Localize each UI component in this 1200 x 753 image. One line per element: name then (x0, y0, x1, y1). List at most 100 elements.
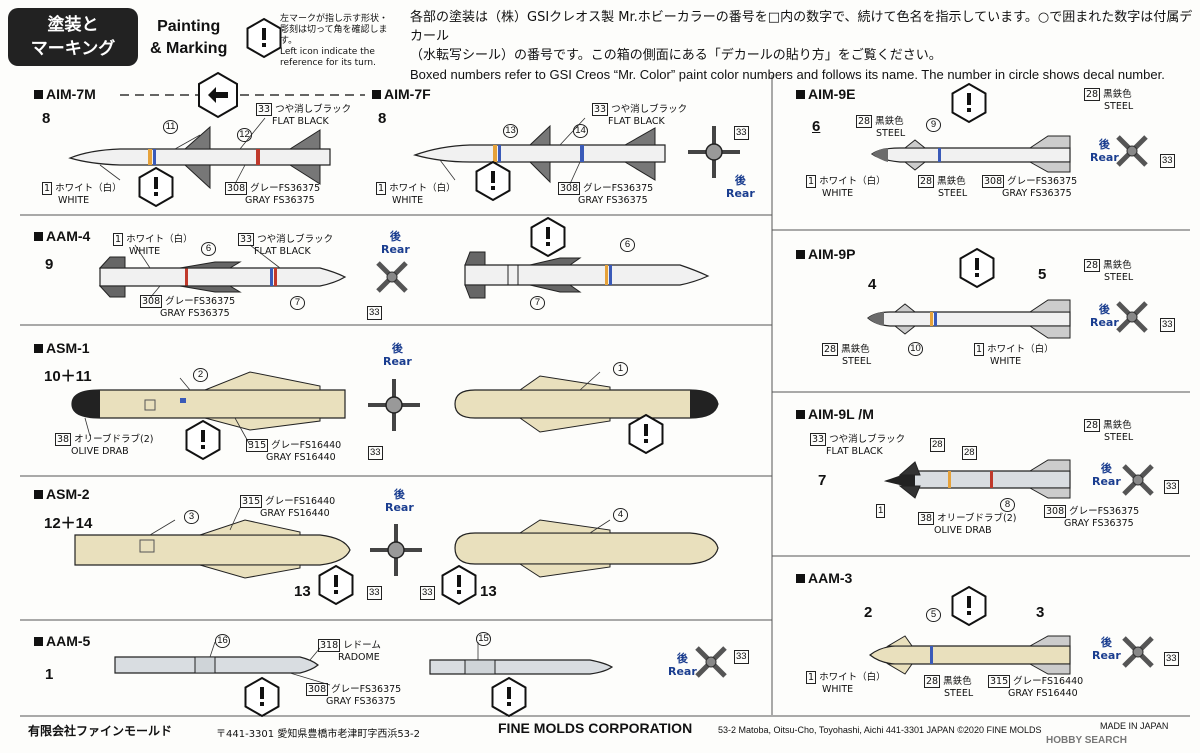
aim7m-part-number: 8 (42, 110, 51, 127)
asm1-warning-hex-icon (185, 420, 221, 460)
aim7f-missile (413, 124, 666, 184)
aam3-warning-hex-icon (951, 586, 987, 626)
aim7f-decal-14: 14 (573, 124, 588, 138)
asm1-rear-paint-33: 33 (368, 446, 383, 460)
swap-arrow-icon (198, 71, 238, 119)
aim9p-decal-10: 10 (908, 342, 923, 356)
aim9l-rear-paint-33: 33 (1164, 480, 1179, 494)
aim7f-rear-view (686, 124, 742, 180)
aim9l-olive-label: 38 オリーブドラブ(2)OLIVE DRAB (918, 512, 1017, 536)
aam5-decal-15: 15 (476, 632, 491, 646)
aim9p-missile (867, 299, 1071, 339)
company-address-en: 53-2 Matoba, Oitsu-Cho, Toyohashi, Aichi… (718, 725, 1042, 735)
aam3-rear-paint-33: 33 (1164, 652, 1179, 666)
asm2-missile-top (454, 519, 719, 578)
asm2-rear-paint-33: 33 (420, 586, 435, 600)
company-address-jp: 〒441-3301 愛知県豊橋市老津町字西浜53-2 (216, 729, 421, 740)
aam3-title: AAM-3 (796, 570, 852, 586)
painting-marking-title: Painting & Marking (150, 18, 228, 57)
aim9l-white-1: 1 (876, 504, 886, 518)
aam4-top-decal-7: 7 (530, 296, 545, 310)
asm2-paint-33: 33 (367, 586, 382, 600)
icon-note: 左マークが指し示す形状・彫刻は切って角を確認します。 Left icon ind… (280, 14, 389, 68)
aam3-part-3: 3 (1036, 604, 1045, 621)
warning-hex-icon (246, 18, 282, 58)
leader-lines (84, 117, 611, 686)
aam3-rear-view (1124, 638, 1152, 666)
aim9l-part-number: 7 (818, 472, 827, 489)
watermark: HOBBY SEARCH (1046, 735, 1127, 746)
aam3-part-2: 2 (864, 604, 873, 621)
badge-line-2: マーキング (30, 39, 116, 59)
aim9p-rear-paint-33: 33 (1160, 318, 1175, 332)
asm1-missile-side (71, 371, 346, 431)
asm2-decal-3: 3 (184, 510, 199, 524)
aam4-decal-7: 7 (290, 296, 305, 310)
aim9p-part-4: 4 (868, 276, 877, 293)
company-name-en: FINE MOLDS CORPORATION (498, 720, 693, 736)
aim9p-white-label: 1 ホワイト（白）WHITE (974, 343, 1054, 367)
aam3-white-label: 1 ホワイト（白）WHITE (806, 671, 886, 695)
aam4-top-decal-6: 6 (620, 238, 635, 252)
aam5-part-number: 1 (45, 666, 54, 683)
aim9e-decal-9: 9 (926, 118, 941, 132)
aam5-rear-view (697, 648, 725, 676)
asm2-warning-hex-icon (318, 565, 354, 605)
asm2-part-13: 13 (294, 583, 311, 600)
aim9p-warning-hex-icon (959, 248, 995, 288)
asm1-part-number: 10＋11 (44, 368, 92, 385)
asm1-decal-1: 1 (613, 362, 628, 376)
aim9e-missile (870, 135, 1071, 173)
aam3-missile (869, 635, 1071, 675)
aim9p-title: AIM-9P (796, 246, 855, 262)
aim7f-white-label: 1 ホワイト（白）WHITE (376, 182, 456, 206)
asm1-missile-top (454, 375, 719, 433)
paint-description: 各部の塗装は（株）GSIクレオス製 Mr.ホビーカラーの番号を□内の数字で、続け… (410, 10, 1193, 82)
aam4-white-label: 1 ホワイト（白）WHITE (113, 233, 193, 257)
aim9l-missile (883, 459, 1071, 499)
asm2-title: ASM-2 (34, 486, 90, 502)
section-badge: 塗装と マーキング (8, 8, 138, 66)
aim9l-steel-28a: 28 (930, 438, 945, 452)
aam4-decal-6: 6 (201, 242, 216, 256)
aim9e-part-number: 6 (812, 118, 821, 135)
aim9p-rear-view (1118, 303, 1146, 331)
aim9e-white-label: 1 ホワイト（白）WHITE (806, 175, 886, 199)
aam4-part-number: 9 (45, 256, 54, 273)
aim7m-warning-hex-icon (138, 167, 174, 207)
asm2-part-number: 12＋14 (44, 515, 93, 532)
asm1-title: ASM-1 (34, 340, 90, 356)
aam5-missile-top (429, 659, 614, 675)
aam5-top-warning-hex-icon (491, 677, 527, 717)
aim9e-warning-hex-icon (951, 83, 987, 123)
aam5-decal-16: 16 (215, 634, 230, 648)
aim9l-steel-28b: 28 (962, 446, 977, 460)
aim7f-rear-paint-33: 33 (734, 126, 749, 140)
aim7f-part-number: 8 (378, 110, 387, 127)
asm2-rear-view (368, 522, 424, 578)
asm2-top-part-13: 13 (480, 583, 497, 600)
asm1-olive-label: 38 オリーブドラブ(2)OLIVE DRAB (55, 433, 154, 457)
